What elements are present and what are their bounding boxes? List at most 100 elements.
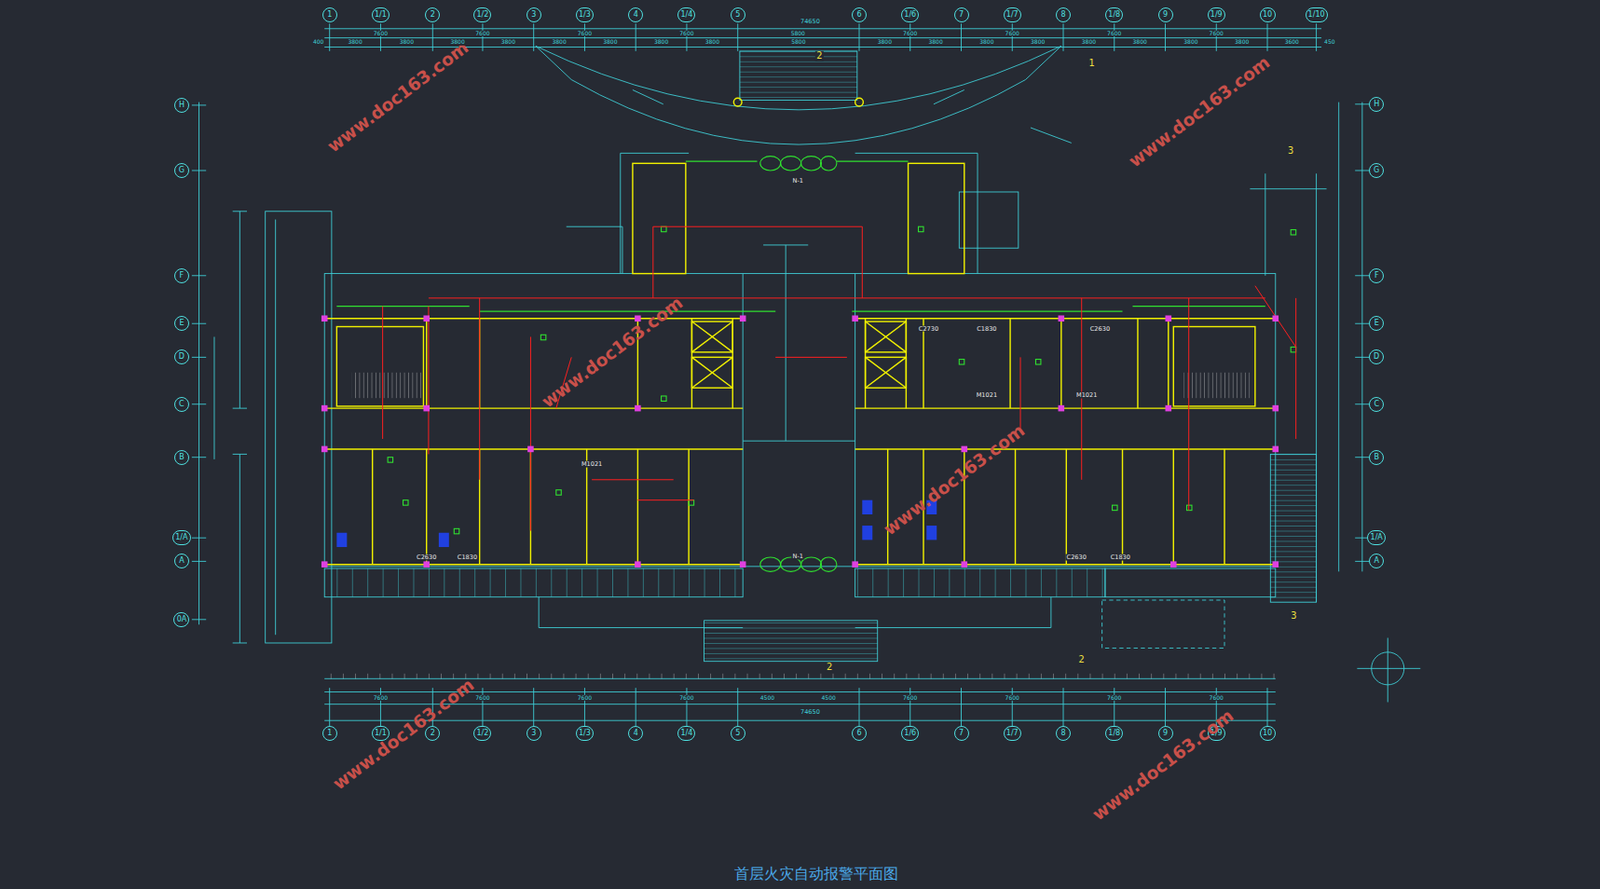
axis-label: 1/A	[1370, 533, 1383, 542]
dimension: 74650	[799, 709, 821, 716]
axis-label: 7	[958, 11, 964, 19]
axis-bubble: H	[174, 97, 190, 113]
axis-label: B	[178, 453, 185, 462]
axis-bubble: 1/1	[371, 7, 390, 23]
dimension: 3800	[1182, 39, 1199, 45]
dimension: 3600	[1284, 39, 1300, 45]
section-mark: 1	[1088, 58, 1096, 69]
axis-label: 4	[633, 729, 639, 738]
room-tag: M1021	[580, 461, 603, 468]
axis-label: 8	[1060, 729, 1066, 738]
axis-label: 1/10	[1308, 11, 1326, 19]
axis-label: 3	[531, 729, 536, 738]
axis-bubble: 7	[954, 7, 970, 23]
axis-bubble: 1	[322, 7, 338, 23]
axis-label: 1/9	[1210, 11, 1223, 19]
axis-bubble: 7	[954, 725, 970, 741]
axis-bubble: 0A	[173, 612, 190, 628]
axis-label: 1/2	[477, 11, 490, 19]
dimension: 3800	[1080, 39, 1097, 45]
dimension: 3800	[978, 39, 995, 45]
axis-bubble: A	[174, 553, 190, 569]
dimension: 7600	[1004, 29, 1021, 36]
dimension: 3800	[449, 39, 465, 45]
axis-label: B	[1373, 453, 1380, 462]
door-tag: N-1	[792, 177, 805, 184]
dimension: 5800	[790, 29, 807, 36]
axis-label: 1/8	[1107, 11, 1121, 19]
axis-bubble: F	[1368, 268, 1384, 284]
axis-bubble: 10	[1259, 725, 1276, 741]
dimension: 7600	[678, 29, 695, 36]
axis-bubble: 6	[851, 7, 867, 23]
axis-label: G	[1373, 166, 1380, 175]
dimension: 7600	[1208, 695, 1225, 701]
dimension: 7600	[902, 695, 918, 701]
axis-label: 7	[958, 729, 964, 738]
axis-bubble: 1/9	[1207, 7, 1226, 23]
axis-label: C	[1373, 400, 1380, 409]
axis-bubble: 6	[851, 725, 867, 741]
axis-bubble: E	[1368, 315, 1384, 331]
section-mark: 2	[815, 51, 823, 61]
watermark: www.doc163.com	[1124, 53, 1272, 171]
axis-bubble: A	[1368, 553, 1384, 569]
door-tag: N-1	[792, 552, 805, 560]
axis-bubble: F	[174, 268, 190, 284]
dimension: 3800	[653, 39, 670, 45]
axis-bubble: 3	[526, 725, 542, 741]
watermark: www.doc163.com	[1089, 706, 1237, 824]
room-tag: C2630	[415, 553, 438, 561]
axis-label: 1	[327, 729, 332, 738]
dimension: 4500	[820, 695, 837, 701]
axis-bubble: C	[1368, 396, 1384, 412]
axis-label: 10	[1262, 729, 1272, 738]
axis-bubble: H	[1368, 96, 1384, 112]
axis-label: 1/6	[903, 11, 917, 19]
dimension: 7600	[576, 29, 593, 36]
dimension: 3800	[927, 39, 944, 45]
axis-label: H	[178, 101, 185, 110]
dimension: 3800	[1131, 39, 1148, 45]
section-mark: 3	[1289, 611, 1298, 621]
axis-label: 1/6	[903, 729, 917, 738]
axis-bubble: D	[1368, 349, 1384, 365]
axis-label: E	[178, 319, 184, 328]
axis-label: 5	[735, 11, 740, 19]
axis-bubble: G	[174, 163, 190, 178]
room-tag: M1021	[1075, 391, 1098, 398]
axis-label: D	[1373, 353, 1380, 361]
axis-label: E	[1374, 319, 1380, 328]
dimension: 3800	[398, 39, 415, 45]
axis-label: 2	[430, 11, 436, 19]
axis-label: 10	[1262, 11, 1272, 19]
axis-bubble: 4	[628, 7, 643, 23]
dimension: 3800	[601, 39, 618, 45]
axis-label: 9	[1162, 729, 1168, 738]
dimension: 7600	[902, 29, 918, 36]
dimension: 7600	[1106, 695, 1122, 701]
axis-bubble: D	[174, 349, 190, 365]
watermark: www.doc163.com	[880, 421, 1028, 539]
axis-bubble: 9	[1158, 7, 1174, 23]
watermark: www.doc163.com	[328, 675, 477, 794]
dimension: 5800	[790, 39, 807, 45]
room-tag: C1830	[456, 553, 479, 561]
dimension: 400	[312, 39, 325, 45]
dimension: 7600	[474, 695, 491, 701]
axis-label: 1/7	[1006, 729, 1019, 738]
dimension: 3800	[704, 39, 721, 45]
axis-label: 1/4	[681, 11, 694, 19]
axis-label: 1/4	[681, 729, 694, 738]
dimension: 3800	[876, 39, 893, 45]
dimension: 7600	[1208, 29, 1225, 36]
room-tag: C1830	[975, 325, 998, 332]
axis-bubble: 8	[1055, 7, 1071, 23]
axis-bubble: 1/2	[473, 725, 492, 741]
axis-bubble: C	[174, 396, 190, 412]
axis-bubble: E	[174, 315, 190, 331]
axis-label: 1/2	[477, 729, 490, 738]
axis-label: 1/3	[578, 11, 591, 19]
axis-bubble: 1/3	[575, 7, 594, 23]
